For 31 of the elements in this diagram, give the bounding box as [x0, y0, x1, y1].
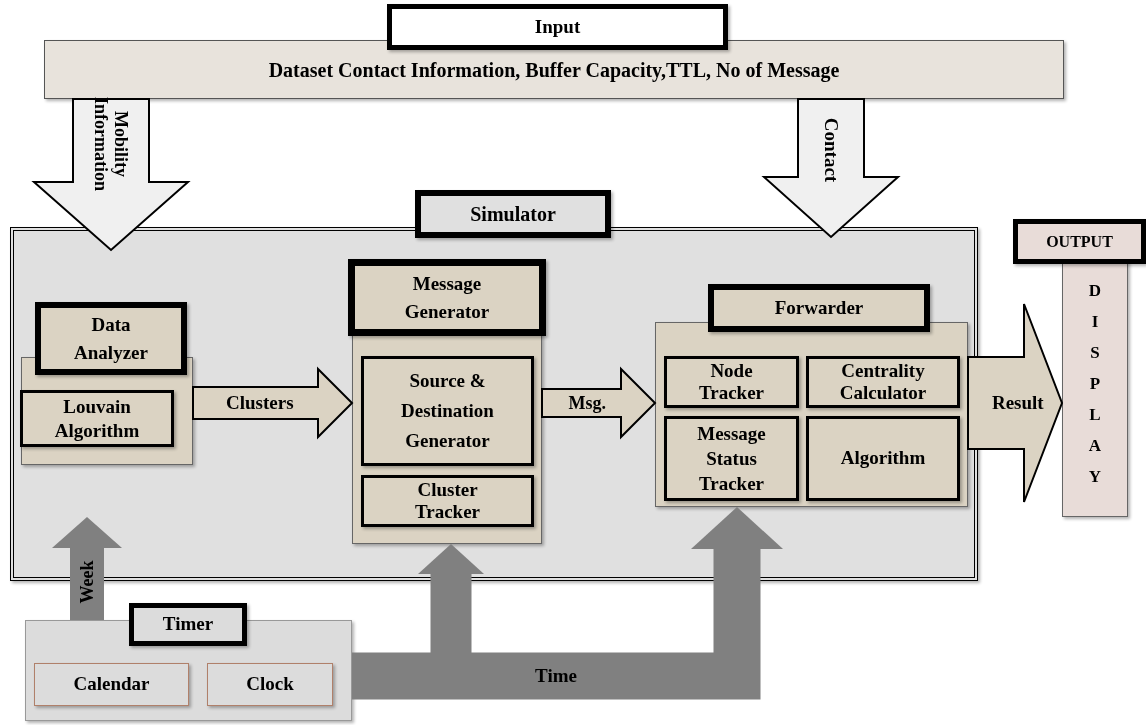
edge-label: Mobility Information — [91, 96, 131, 194]
title-box: Forwarder — [708, 284, 930, 332]
edge-label: Time — [534, 663, 578, 688]
title-box: Timer — [129, 603, 247, 646]
input-bar: Dataset Contact Information, Buffer Capacity,TTL, No of Message — [44, 40, 1064, 99]
arrow — [352, 507, 783, 700]
edge-label: Clusters — [225, 390, 295, 415]
process-box: Calendar — [34, 663, 189, 706]
block-arrow — [31, 98, 191, 252]
arrow — [52, 517, 122, 620]
title-box: OUTPUT — [1013, 219, 1146, 264]
title-box: Data Analyzer — [35, 302, 187, 375]
process-box: Centrality Calculator — [806, 356, 960, 408]
title-box: Input — [387, 4, 728, 50]
process-box: Node Tracker — [664, 356, 799, 408]
block-arrow — [541, 366, 657, 440]
process-box: Message Status Tracker — [664, 416, 799, 501]
edge-label: Week — [75, 559, 98, 606]
process-box: Clock — [207, 663, 333, 706]
process-box: Algorithm — [806, 416, 960, 501]
block-arrow — [761, 98, 901, 239]
edge-label: Msg. — [567, 391, 607, 415]
edge-label: Result — [990, 390, 1045, 415]
process-box: Cluster Tracker — [361, 475, 534, 527]
process-box: Source & Destination Generator — [361, 356, 534, 466]
block-arrow — [192, 366, 354, 440]
block-arrow — [967, 303, 1064, 503]
process-box: Louvain Algorithm — [20, 390, 174, 447]
edge-label: Contact — [820, 116, 844, 185]
title-box: Simulator — [415, 190, 611, 238]
title-box: Message Generator — [348, 259, 546, 336]
